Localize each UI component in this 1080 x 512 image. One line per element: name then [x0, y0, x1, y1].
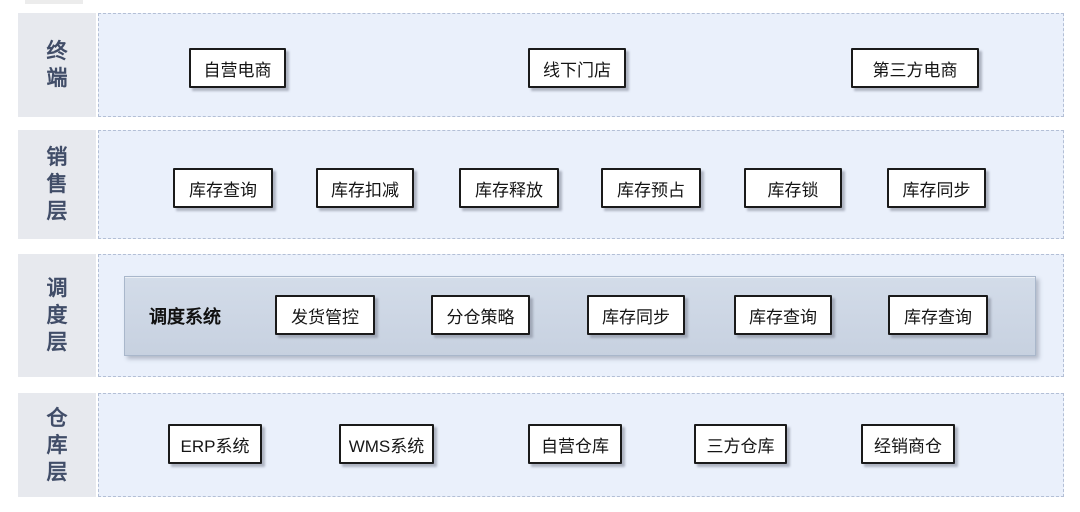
layer-label-char: 度 — [46, 304, 68, 327]
node-inventory-release: 库存释放 — [459, 168, 559, 208]
layer-area-terminal: 自营电商 线下门店 第三方电商 — [98, 13, 1064, 117]
node-inventory-lock: 库存锁 — [744, 168, 842, 208]
node-inventory-query: 库存查询 — [173, 168, 273, 208]
node-offline-store: 线下门店 — [528, 48, 626, 88]
dispatch-system-title: 调度系统 — [149, 307, 221, 327]
layer-row-sales: 销 售 层 库存查询 库存扣减 库存释放 库存预占 库存锁 库存同步 — [0, 130, 1080, 239]
layer-label-char: 层 — [46, 200, 68, 223]
node-warehouse-split-strategy: 分仓策略 — [431, 295, 530, 335]
layer-row-terminal: 终 端 自营电商 线下门店 第三方电商 — [0, 13, 1080, 117]
node-inventory-deduct: 库存扣减 — [316, 168, 414, 208]
layer-label-char: 售 — [46, 173, 68, 196]
node-inventory-reserve: 库存预占 — [601, 168, 701, 208]
layer-label-char: 调 — [46, 277, 68, 300]
layer-row-dispatch: 调 度 层 调度系统 发货管控 分仓策略 库存同步 库存查询 库存查询 — [0, 254, 1080, 377]
layer-label-terminal: 终 端 — [18, 13, 96, 117]
node-inventory-sync: 库存同步 — [587, 295, 685, 335]
node-thirdparty-warehouse: 三方仓库 — [694, 424, 787, 464]
node-distributor-warehouse: 经销商仓 — [861, 424, 955, 464]
node-inventory-query: 库存查询 — [888, 295, 988, 335]
layer-label-char: 库 — [46, 433, 68, 457]
layer-area-dispatch: 调度系统 发货管控 分仓策略 库存同步 库存查询 库存查询 — [98, 254, 1064, 377]
layer-area-sales: 库存查询 库存扣减 库存释放 库存预占 库存锁 库存同步 — [98, 130, 1064, 239]
node-inventory-sync: 库存同步 — [887, 168, 986, 208]
node-self-ecommerce: 自营电商 — [189, 48, 286, 88]
layer-label-char: 层 — [46, 331, 68, 354]
node-erp-system: ERP系统 — [168, 424, 262, 464]
layer-label-char: 终 — [46, 40, 68, 63]
node-thirdparty-ecommerce: 第三方电商 — [851, 48, 979, 88]
layer-label-sales: 销 售 层 — [18, 130, 96, 239]
layer-label-warehouse: 仓 库 层 — [18, 393, 96, 497]
layer-label-char: 层 — [46, 460, 68, 484]
dispatch-system-panel: 调度系统 发货管控 分仓策略 库存同步 库存查询 库存查询 — [124, 276, 1036, 356]
top-edge-artifact — [25, 0, 83, 4]
node-self-warehouse: 自营仓库 — [528, 424, 622, 464]
layer-label-char: 仓 — [46, 406, 68, 430]
layer-row-warehouse: 仓 库 层 ERP系统 WMS系统 自营仓库 三方仓库 经销商仓 — [0, 393, 1080, 497]
node-inventory-query: 库存查询 — [734, 295, 832, 335]
node-shipping-control: 发货管控 — [275, 295, 375, 335]
layer-area-warehouse: ERP系统 WMS系统 自营仓库 三方仓库 经销商仓 — [98, 393, 1064, 497]
layer-label-dispatch: 调 度 层 — [18, 254, 96, 377]
layer-label-char: 端 — [46, 67, 68, 90]
node-wms-system: WMS系统 — [339, 424, 434, 464]
layer-label-char: 销 — [46, 146, 68, 169]
